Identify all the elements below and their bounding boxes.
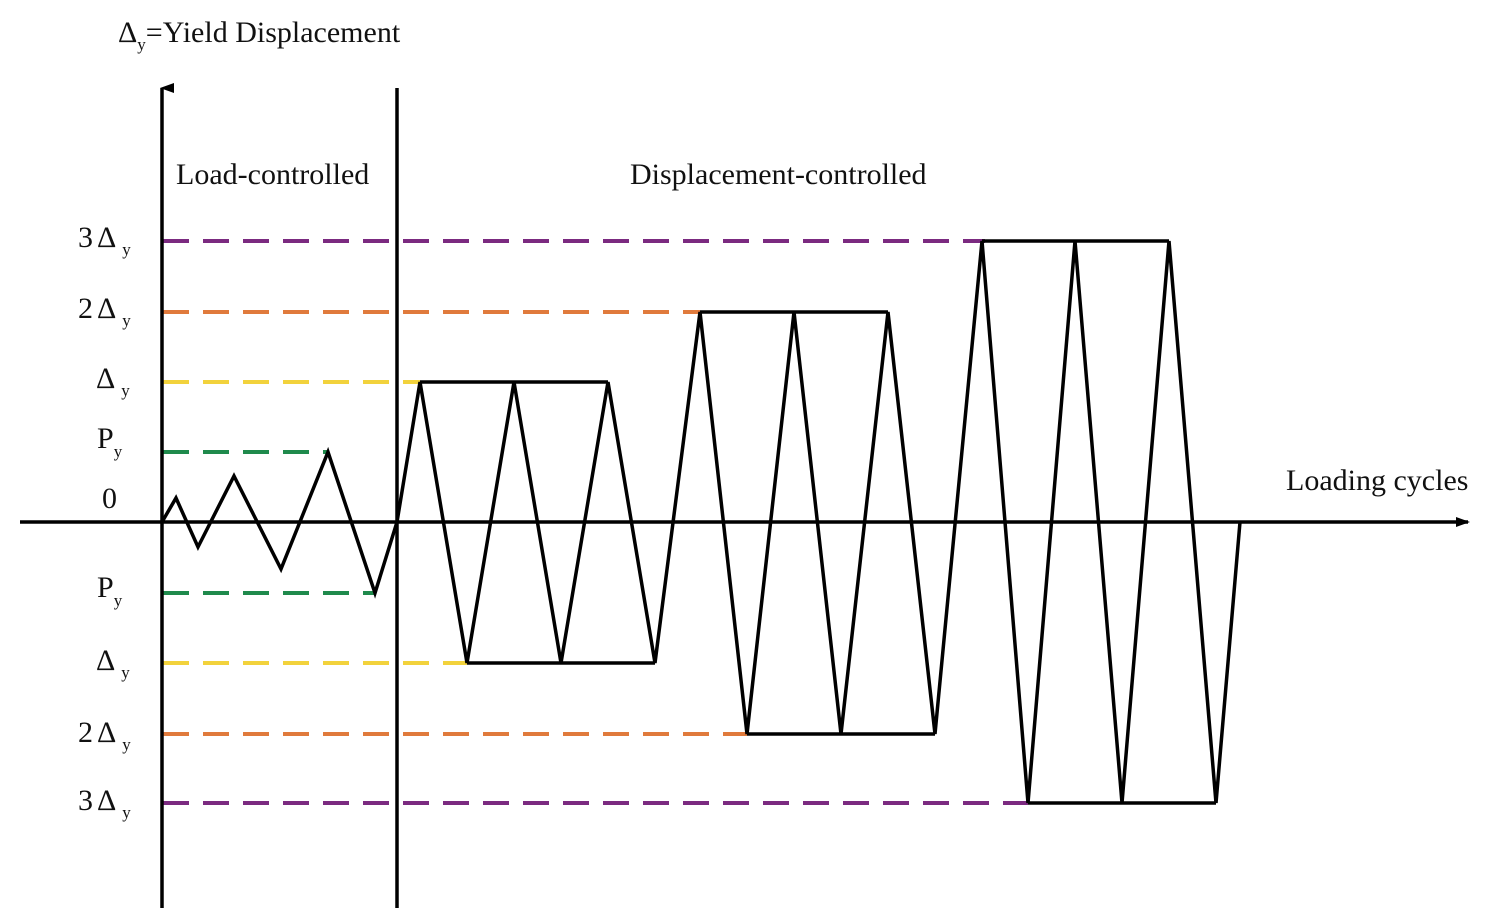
phase-label-load-controlled: Load-controlled xyxy=(176,158,369,191)
x-axis-label: Loading cycles xyxy=(1286,464,1468,497)
y-label-py-top: Py xyxy=(97,422,123,461)
zero-label: 0 xyxy=(102,482,117,515)
y-label-py-bot: Py xyxy=(97,571,123,610)
phase-label-displacement-controlled: Displacement-controlled xyxy=(630,158,927,191)
reference-lines xyxy=(163,239,1028,805)
diagram-title: Δy=Yield Displacement xyxy=(118,16,401,54)
